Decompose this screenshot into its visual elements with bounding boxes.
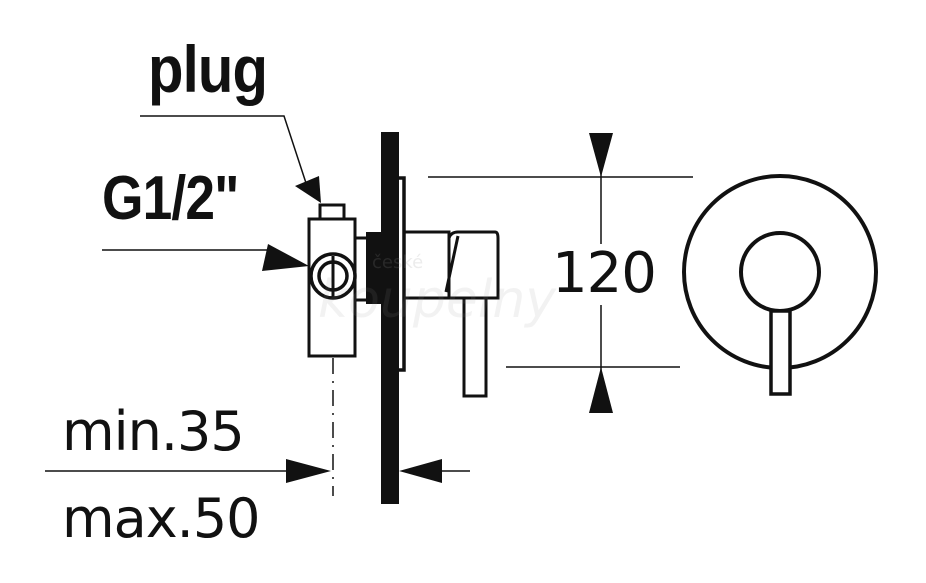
min-depth-label: min.35 (62, 400, 245, 463)
valve-body (307, 217, 357, 358)
thread-label: G1/2" (102, 164, 239, 233)
mixer-cap (447, 230, 500, 300)
wall (381, 132, 399, 504)
lever (462, 296, 488, 398)
depth-arrow-right (399, 459, 442, 483)
height-dimension-label: 120 (552, 241, 657, 306)
depth-arrow-left (286, 459, 331, 483)
front-lever (769, 309, 792, 396)
max-depth-label: max.50 (62, 487, 261, 550)
front-knob (739, 231, 821, 313)
wall-nut (366, 232, 381, 304)
thread-port-outer (309, 252, 357, 300)
plug-leader-arrow (295, 176, 321, 203)
plug-body (318, 203, 346, 221)
thread-port-inner (317, 260, 349, 292)
mixer-cap-edge (444, 235, 460, 293)
plug-label: plug (148, 32, 268, 106)
watermark-small: české (372, 252, 424, 273)
watermark-large: koupelny (318, 270, 557, 330)
dim-arrow-bottom (589, 367, 613, 413)
plug-leader (140, 115, 307, 184)
thread-leader-arrow (262, 244, 309, 271)
dim-arrow-top (589, 133, 613, 177)
